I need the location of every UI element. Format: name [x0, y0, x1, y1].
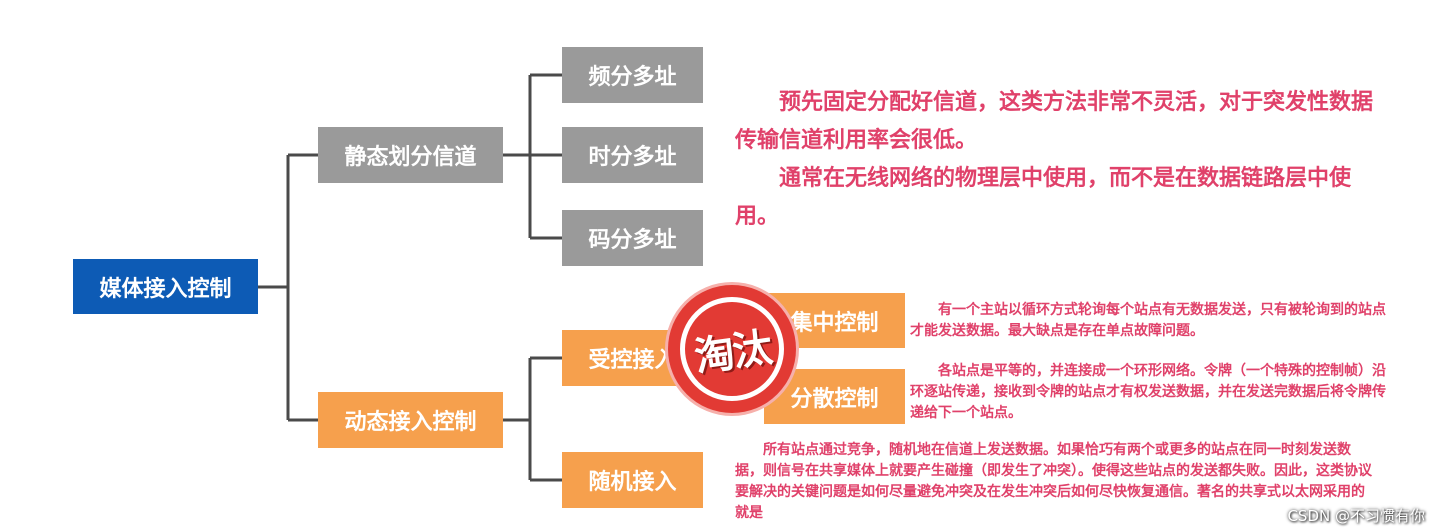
watermark: CSDN @不习惯有你 [1287, 507, 1425, 525]
root-node: 媒体接入控制 [73, 259, 258, 314]
tdma-node: 时分多址 [562, 127, 703, 183]
centralized-note: 有一个主站以循环方式轮询每个站点有无数据发送，只有被轮询到的站点才能发送数据。最… [910, 302, 1386, 339]
static-note: 预先固定分配好信道，这类方法非常不灵活，对于突发性数据传输信道利用率会很低。 通… [735, 84, 1390, 236]
random-note: 所有站点通过竞争，随机地在信道上发送数据。如果恰巧有两个或更多的站点在同一时刻发… [735, 442, 1372, 521]
static-partition-node: 静态划分信道 [318, 127, 503, 183]
cdma-node: 码分多址 [562, 210, 703, 266]
stamp-ring [680, 297, 784, 401]
static-note-p1: 预先固定分配好信道，这类方法非常不灵活，对于突发性数据传输信道利用率会很低。 [735, 90, 1374, 153]
stamp-text: 淘汰 [691, 324, 774, 382]
distributed-note: 各站点是平等的，并连接成一个环形网络。令牌（一个特殊的控制帧）沿环逐站传递，接收… [910, 363, 1386, 421]
random-access-node: 随机接入 [562, 452, 703, 508]
obsolete-stamp: 淘汰 [668, 285, 796, 413]
fdma-node: 频分多址 [562, 47, 703, 103]
static-note-p2: 通常在无线网络的物理层中使用，而不是在数据链路层中使用。 [735, 166, 1352, 229]
dynamic-access-node: 动态接入控制 [318, 392, 503, 448]
